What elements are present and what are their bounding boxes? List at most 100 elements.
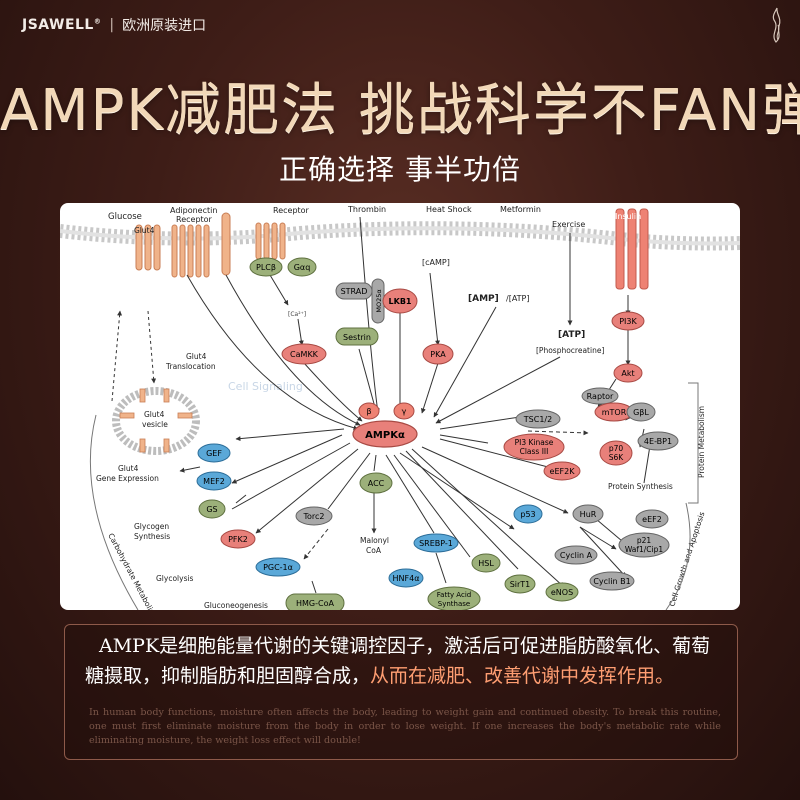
label-gene-expression-2: Gene Expression bbox=[96, 474, 159, 483]
svg-text:HNF4α: HNF4α bbox=[393, 574, 420, 583]
glut4-vesicle bbox=[112, 387, 200, 455]
node-camkk: CaMKK bbox=[281, 343, 327, 365]
label-gene-expression-1: Glut4 bbox=[118, 464, 139, 473]
svg-text:PI3K: PI3K bbox=[619, 317, 637, 326]
svg-text:PI3 Kinase: PI3 Kinase bbox=[515, 438, 554, 447]
node-srebp1: SREBP-1 bbox=[413, 533, 459, 553]
label-calcium: [Ca²⁺] bbox=[288, 311, 306, 318]
label-exercise: Exercise bbox=[552, 220, 585, 229]
flame-icon bbox=[772, 7, 781, 43]
node-eef2k: eEF2K bbox=[543, 461, 581, 481]
svg-text:4E-BP1: 4E-BP1 bbox=[644, 437, 672, 446]
svg-text:PFK2: PFK2 bbox=[228, 535, 248, 544]
description-highlight: 从而在减肥、改善代谢中发挥作用。 bbox=[370, 665, 675, 687]
node-pgc1a: PGC-1α bbox=[255, 557, 301, 577]
description-box bbox=[64, 624, 738, 760]
label-cell-growth: Cell Growth and Apoptosis bbox=[667, 511, 706, 608]
node-strad: STRAD bbox=[335, 282, 373, 300]
svg-text:SREBP-1: SREBP-1 bbox=[419, 539, 453, 548]
label-translocation-2: Translocation bbox=[165, 362, 216, 371]
label-receptor: Receptor bbox=[273, 206, 310, 215]
label-camp: [cAMP] bbox=[422, 258, 450, 267]
node-4ebp1: 4E-BP1 bbox=[637, 431, 679, 451]
label-insulin: Insulin bbox=[615, 212, 641, 221]
svg-text:p53: p53 bbox=[520, 510, 535, 519]
svg-text:HuR: HuR bbox=[580, 510, 597, 519]
label-atp: [ATP] bbox=[558, 330, 585, 340]
svg-text:STRAD: STRAD bbox=[341, 287, 368, 296]
svg-text:mTOR: mTOR bbox=[602, 408, 627, 417]
node-plcb: PLCβ bbox=[249, 257, 283, 277]
node-torc2: Torc2 bbox=[295, 506, 333, 526]
node-sirt1: SirT1 bbox=[504, 574, 536, 594]
label-protein-metabolism: Protein Metabolism bbox=[697, 406, 706, 478]
node-acc: ACC bbox=[359, 472, 393, 494]
english-description: In human body functions, moisture often … bbox=[89, 707, 721, 746]
pathway-svg: Glucose Glut4 Adiponectin Receptor Recep… bbox=[60, 205, 740, 610]
label-protein-synthesis: Protein Synthesis bbox=[608, 482, 673, 491]
svg-text:Torc2: Torc2 bbox=[302, 512, 324, 521]
svg-text:GEF: GEF bbox=[206, 449, 222, 458]
node-mo25: MO25α bbox=[371, 278, 385, 324]
node-ampk: AMPKα β γ bbox=[352, 402, 418, 448]
label-adiponectin: Adiponectin bbox=[170, 206, 217, 215]
svg-text:Sestrin: Sestrin bbox=[343, 333, 371, 342]
svg-text:Raptor: Raptor bbox=[587, 392, 614, 401]
pathway-nodes: PLCβ Gαq STRAD MO25α LKB1 Sestrin CaMKK … bbox=[196, 257, 679, 610]
svg-text:TSC1/2: TSC1/2 bbox=[523, 415, 552, 424]
svg-text:γ: γ bbox=[402, 407, 407, 416]
svg-text:Class III: Class III bbox=[520, 447, 549, 456]
node-hmgcoa: HMG-CoA bbox=[285, 593, 345, 610]
node-akt: Akt bbox=[613, 363, 643, 383]
label-phosphocreatine: [Phosphocreatine] bbox=[536, 346, 604, 355]
label-glucose: Glucose bbox=[108, 212, 142, 222]
brand-tagline: 欧洲原装进口 bbox=[122, 18, 207, 34]
svg-text:Cyclin A: Cyclin A bbox=[560, 551, 593, 560]
svg-text:HSL: HSL bbox=[478, 559, 494, 568]
node-gs: GS bbox=[198, 499, 226, 519]
svg-text:Waf1/Cip1: Waf1/Cip1 bbox=[625, 545, 664, 554]
svg-text:eEF2K: eEF2K bbox=[550, 467, 576, 476]
node-hnf4a: HNF4α bbox=[388, 568, 424, 588]
svg-text:Gαq: Gαq bbox=[294, 263, 311, 272]
node-p53: p53 bbox=[513, 504, 543, 524]
svg-text:CaMKK: CaMKK bbox=[290, 350, 319, 359]
label-glut4: Glut4 bbox=[134, 226, 155, 235]
svg-text:PLCβ: PLCβ bbox=[256, 263, 276, 272]
label-glycogen-1: Glycogen bbox=[134, 522, 169, 531]
label-heat-shock: Heat Shock bbox=[426, 205, 472, 214]
node-pfk2: PFK2 bbox=[220, 529, 256, 549]
svg-text:eNOS: eNOS bbox=[551, 588, 573, 597]
cell-signaling-watermark: Cell Signaling bbox=[228, 380, 303, 393]
svg-text:Akt: Akt bbox=[621, 369, 634, 378]
node-lkb1: LKB1 bbox=[382, 288, 418, 314]
svg-text:PGC-1α: PGC-1α bbox=[263, 563, 293, 572]
node-cyclin-b1: Cyclin B1 bbox=[589, 571, 635, 591]
svg-text:GS: GS bbox=[206, 505, 217, 514]
svg-text:PKA: PKA bbox=[430, 350, 446, 359]
ampk-pathway-diagram: Glucose Glut4 Adiponectin Receptor Recep… bbox=[60, 203, 740, 610]
brand-logo: JSAWELL® bbox=[22, 17, 102, 33]
node-eef2: eEF2 bbox=[635, 509, 669, 529]
svg-text:GβL: GβL bbox=[633, 408, 649, 417]
label-metformin: Metformin bbox=[500, 205, 541, 214]
svg-text:MO25α: MO25α bbox=[375, 289, 383, 312]
node-gaq: Gαq bbox=[287, 257, 317, 277]
svg-text:β: β bbox=[366, 407, 371, 416]
label-adiponectin-receptor: Receptor bbox=[176, 215, 213, 224]
page-subtitle: 正确选择 事半功倍 bbox=[279, 153, 521, 186]
label-amp: [AMP] bbox=[468, 294, 499, 304]
svg-text:ACC: ACC bbox=[368, 479, 385, 488]
node-gbl: GβL bbox=[626, 402, 656, 422]
node-enos: eNOS bbox=[545, 582, 579, 602]
node-sestrin: Sestrin bbox=[335, 327, 379, 346]
node-tsc12: TSC1/2 bbox=[515, 409, 561, 429]
svg-text:eEF2: eEF2 bbox=[642, 515, 662, 524]
node-pi3k: PI3K bbox=[611, 311, 645, 331]
region-brackets bbox=[89, 382, 699, 610]
svg-text:LKB1: LKB1 bbox=[389, 297, 412, 306]
label-thrombin: Thrombin bbox=[347, 205, 386, 214]
label-glycogen-2: Synthesis bbox=[134, 532, 170, 541]
